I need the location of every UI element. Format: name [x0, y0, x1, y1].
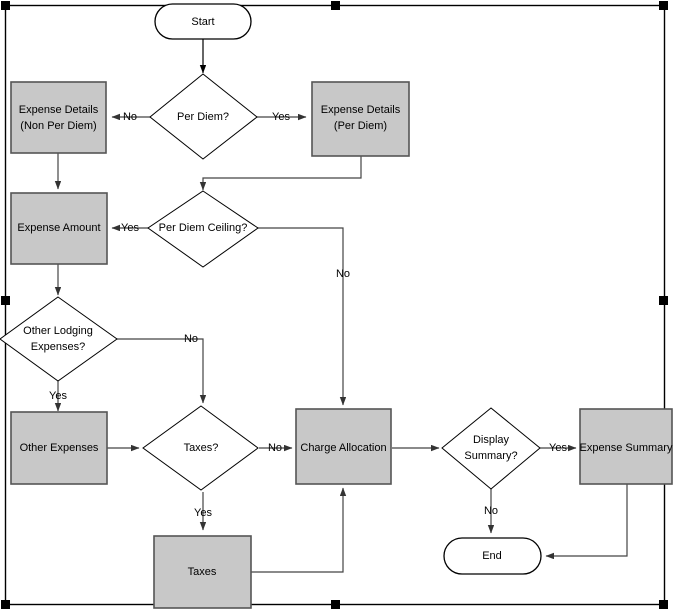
edge-label-lodging-no: No — [184, 333, 198, 345]
edge-pd-details-to-ceiling — [199, 156, 362, 191]
node-taxes-label: Taxes — [188, 566, 217, 578]
node-taxes-decision-label: Taxes? — [184, 442, 219, 454]
node-per-diem-ceiling-label: Per Diem Ceiling? — [159, 222, 248, 234]
node-end-label: End — [482, 550, 502, 562]
selection-handles[interactable] — [1, 1, 668, 609]
node-other-lodging-expenses-label-line2: Expenses? — [31, 341, 85, 353]
handle-middle-right[interactable] — [659, 296, 668, 305]
node-per-diem-ceiling[interactable]: Per Diem Ceiling? — [147, 190, 259, 268]
node-start[interactable]: Start — [154, 3, 252, 40]
handle-bottom-right[interactable] — [659, 600, 668, 609]
handle-bottom-center[interactable] — [331, 600, 340, 609]
edge-label-per-diem-no: No — [123, 111, 137, 123]
edge-lodging-no — [116, 338, 207, 404]
edge-expense-summary-to-end — [545, 484, 628, 560]
node-expense-details-per-diem-label-line2: (Per Diem) — [334, 120, 387, 132]
edge-label-ceiling-yes: Yes — [121, 222, 139, 234]
handle-top-right[interactable] — [659, 1, 668, 10]
node-other-lodging-expenses[interactable]: Other Lodging Expenses? — [0, 296, 118, 382]
node-other-expenses[interactable]: Other Expenses — [10, 411, 108, 485]
edge-labels: No Yes Yes No No Yes No Yes Yes No — [49, 111, 567, 519]
edge-label-ceiling-no: No — [336, 268, 350, 280]
node-expense-amount-label: Expense Amount — [17, 222, 100, 234]
handle-bottom-left[interactable] — [1, 600, 10, 609]
node-display-summary-label-line1: Display — [473, 434, 510, 446]
node-charge-allocation-label: Charge Allocation — [300, 442, 386, 454]
node-expense-summary-label: Expense Summary — [580, 442, 673, 454]
node-start-label: Start — [191, 16, 214, 28]
node-per-diem[interactable]: Per Diem? — [149, 73, 258, 160]
node-charge-allocation[interactable]: Charge Allocation — [295, 408, 392, 485]
node-expense-amount[interactable]: Expense Amount — [10, 192, 108, 265]
node-display-summary[interactable]: Display Summary? — [441, 407, 541, 490]
node-taxes-decision[interactable]: Taxes? — [142, 405, 259, 491]
node-end[interactable]: End — [443, 537, 542, 575]
node-expense-details-non-per-diem[interactable]: Expense Details (Non Per Diem) — [10, 81, 107, 154]
edge-label-per-diem-yes: Yes — [272, 111, 290, 123]
node-other-lodging-expenses-label-line1: Other Lodging — [23, 325, 93, 337]
edge-ceiling-no — [256, 227, 347, 406]
node-expense-details-per-diem-label-line1: Expense Details — [321, 104, 401, 116]
handle-top-left[interactable] — [1, 1, 10, 10]
edge-taxes-to-charge — [251, 487, 347, 573]
node-display-summary-label-line2: Summary? — [464, 450, 517, 462]
node-expense-details-non-per-diem-label-line1: Expense Details — [19, 104, 99, 116]
node-taxes[interactable]: Taxes — [153, 535, 252, 609]
node-other-expenses-label: Other Expenses — [20, 442, 99, 454]
edge-label-summary-yes: Yes — [549, 442, 567, 454]
node-expense-summary[interactable]: Expense Summary — [579, 408, 673, 485]
edge-label-summary-no: No — [484, 505, 498, 517]
node-expense-details-non-per-diem-label-line2: (Non Per Diem) — [20, 120, 96, 132]
edge-label-taxes-no: No — [268, 442, 282, 454]
edge-label-lodging-yes: Yes — [49, 390, 67, 402]
handle-top-center[interactable] — [331, 1, 340, 10]
handle-middle-left[interactable] — [1, 296, 10, 305]
edge-label-taxes-yes: Yes — [194, 507, 212, 519]
node-expense-details-per-diem[interactable]: Expense Details (Per Diem) — [311, 81, 410, 157]
connectors — [54, 39, 628, 573]
node-per-diem-label: Per Diem? — [177, 111, 229, 123]
